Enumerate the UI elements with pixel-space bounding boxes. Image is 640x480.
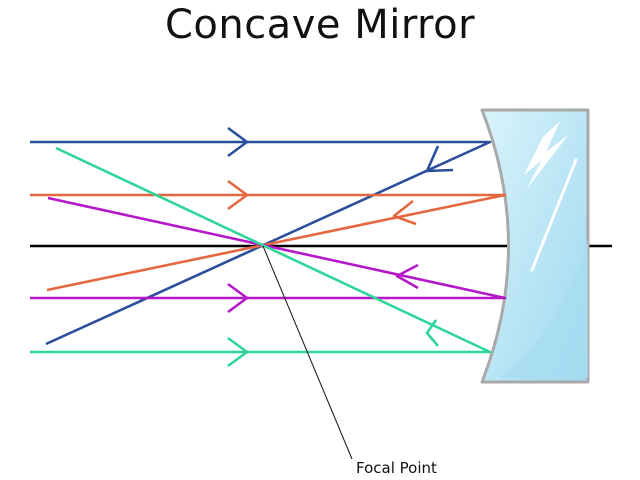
focal-point-leader (262, 245, 353, 460)
arrow-blue-reflected (425, 145, 454, 173)
light-rays (30, 126, 507, 368)
ray-magenta (30, 196, 507, 300)
arrow-magenta-reflected (395, 263, 419, 290)
ray-green (30, 146, 492, 354)
diagram-title: Concave Mirror (164, 2, 476, 48)
ray-blue (30, 140, 492, 346)
mirror-shine-line (530, 158, 578, 272)
mirror (480, 108, 590, 384)
arrow-blue-incoming (227, 126, 249, 158)
arrow-green-incoming (227, 336, 249, 368)
arrow-green-reflected (425, 319, 439, 347)
mirror-shine-zigzag (524, 121, 569, 190)
arrow-orange-reflected (392, 199, 417, 226)
arrow-magenta-incoming (227, 282, 249, 314)
mirror-shine-lower (500, 240, 588, 378)
focal-point-label: Focal Point (356, 459, 437, 477)
arrow-orange-incoming (227, 179, 249, 211)
ray-orange (30, 193, 507, 292)
